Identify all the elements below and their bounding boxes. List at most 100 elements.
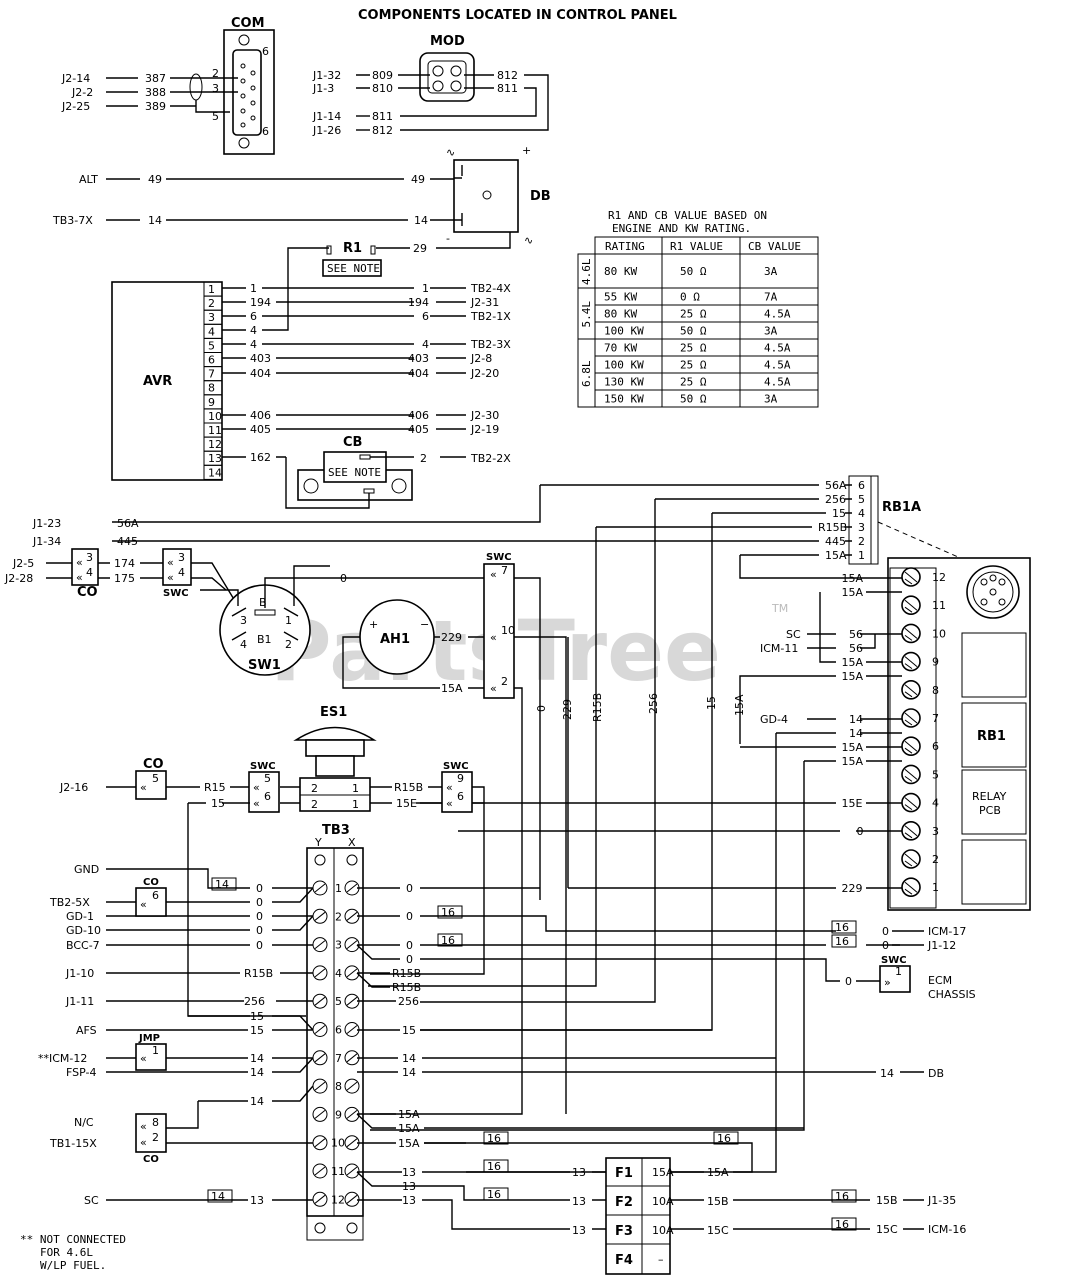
mod-wire-out: 811 bbox=[497, 82, 518, 95]
rb1a-wire: 15 bbox=[832, 507, 846, 520]
ah1-label: AH1 bbox=[380, 632, 410, 647]
com-pin-2: 2 bbox=[212, 67, 219, 80]
avr-dest: J2-19 bbox=[470, 423, 499, 436]
rb1a-pin: 4 bbox=[858, 507, 865, 520]
es1-wire: 15E bbox=[396, 797, 417, 810]
db-wire: 49 bbox=[411, 173, 425, 186]
es1-pin: 1 bbox=[352, 798, 359, 811]
relay-slot bbox=[961, 632, 1027, 698]
avr-pin-number: 2 bbox=[208, 297, 215, 310]
tb3-wire: 14 bbox=[250, 1095, 264, 1108]
fuse-dest: ICM-16 bbox=[928, 1223, 966, 1236]
rb1a-pin: 3 bbox=[858, 521, 865, 534]
rating-engine: 5.4L bbox=[580, 301, 593, 328]
tb3-source: J1-11 bbox=[65, 995, 94, 1008]
footnote-line: W/LP FUEL. bbox=[40, 1259, 106, 1272]
far-right-dest: ICM-17 bbox=[928, 925, 966, 938]
avr-wire: 406 bbox=[250, 409, 271, 422]
avr-wire: 405 bbox=[408, 423, 429, 436]
com-wires: J2-14 387 J2-2 388 J2-25 389 bbox=[61, 72, 238, 113]
wire bbox=[187, 803, 306, 1017]
mod-wire-out: 812 bbox=[497, 69, 518, 82]
fuse-out-wire: 15A bbox=[707, 1166, 729, 1179]
wire bbox=[106, 887, 314, 903]
swc-connector-top: SWC « 7 « 10 « 2 bbox=[370, 552, 567, 1115]
tb3-source: TB2-5X bbox=[49, 896, 90, 909]
tb3-source: FSP-4 bbox=[66, 1066, 96, 1079]
rating-r1: 0 Ω bbox=[680, 291, 700, 304]
tb3-wire: R15B bbox=[244, 967, 273, 980]
tb3-source: N/C bbox=[74, 1116, 94, 1129]
rb1a-wire: 256 bbox=[825, 493, 846, 506]
swc-label: SWC bbox=[250, 761, 276, 772]
avr-pin-number: 14 bbox=[208, 466, 222, 479]
com-label: COM bbox=[231, 16, 265, 31]
signal-source: J1-34 bbox=[32, 535, 61, 548]
diagram-title: COMPONENTS LOCATED IN CONTROL PANEL bbox=[358, 8, 677, 23]
com-pin-6: 6 bbox=[262, 45, 269, 58]
avr-pin-box bbox=[203, 464, 223, 480]
vertical-wire-label: 256 bbox=[647, 693, 660, 714]
mod-wire: 811 bbox=[372, 110, 393, 123]
wire bbox=[46, 562, 165, 579]
wire bbox=[739, 555, 836, 579]
fuse-id: F1 bbox=[615, 1166, 633, 1181]
avr-pin-number: 11 bbox=[208, 424, 222, 437]
ah1-horn: AH1 + − 229 15A bbox=[342, 599, 488, 695]
wire bbox=[466, 733, 777, 1173]
relay-source: GD-4 bbox=[760, 713, 788, 726]
sw1-b: B bbox=[259, 596, 267, 609]
tb3-wire: 0 bbox=[256, 882, 263, 895]
avr-wire: 1 bbox=[250, 282, 257, 295]
relay-wire: 15A bbox=[842, 755, 864, 768]
swc-pin: 5 bbox=[264, 772, 271, 785]
avr-wire: 4 bbox=[250, 338, 257, 351]
swc-connector bbox=[248, 771, 280, 813]
tb3-source: SC bbox=[84, 1194, 99, 1207]
co-label: CO bbox=[143, 757, 164, 772]
tb3-screw bbox=[312, 1163, 328, 1179]
relay-wire: 14 bbox=[849, 713, 863, 726]
rb1-label: RB1 bbox=[977, 729, 1006, 744]
far-right-dest: J1-12 bbox=[927, 939, 956, 952]
jmp-label: JMP bbox=[138, 1033, 160, 1044]
es1-source: J2-16 bbox=[59, 781, 88, 794]
fuse-in-wire: 13 bbox=[572, 1224, 586, 1237]
tb3-source: TB3-7X bbox=[52, 214, 93, 227]
rating-r1: 25 Ω bbox=[680, 308, 707, 321]
fuse-in-wire: 13 bbox=[572, 1195, 586, 1208]
swc-chevron: « bbox=[490, 682, 497, 695]
tb3-wire: 0 bbox=[256, 910, 263, 923]
avr-wire: 404 bbox=[250, 367, 271, 380]
signal-wire: 174 bbox=[114, 557, 135, 570]
wire bbox=[819, 591, 902, 663]
swc-chevron: « bbox=[446, 781, 453, 794]
co-chevron: « bbox=[76, 556, 83, 569]
tb3-source: TB1-15X bbox=[49, 1137, 97, 1150]
swc-pin: 2 bbox=[501, 675, 508, 688]
co-connector bbox=[135, 887, 167, 917]
db-wire: 49 bbox=[148, 173, 162, 186]
ac-symbol: ∿ bbox=[446, 146, 455, 159]
swc-label: SWC bbox=[881, 955, 907, 966]
sw1-switch: SW1 B B1 3 4 1 2 0 bbox=[200, 565, 486, 676]
wire bbox=[106, 915, 314, 931]
co-label: CO bbox=[143, 877, 159, 888]
swc-chevron: « bbox=[253, 781, 260, 794]
terminal-pin-number: 7 bbox=[932, 712, 939, 725]
avr-label: AVR bbox=[143, 374, 172, 389]
rating-cb: 3A bbox=[764, 393, 778, 406]
swc-pin: 6 bbox=[264, 790, 271, 803]
tb3-pin-number: 7 bbox=[335, 1052, 342, 1065]
tb3-wire: 256 bbox=[244, 995, 265, 1008]
rating-r1: 50 Ω bbox=[680, 265, 707, 278]
rb1a-wire: 445 bbox=[825, 535, 846, 548]
avr-wire: 4 bbox=[250, 324, 257, 337]
co-chevron: « bbox=[140, 898, 147, 911]
es1-wire: R15 bbox=[204, 781, 226, 794]
avr-wire: 403 bbox=[408, 352, 429, 365]
wire bbox=[106, 1057, 314, 1073]
tb3-pin-number: 12 bbox=[331, 1193, 345, 1206]
sw1-pin: 4 bbox=[240, 638, 247, 651]
